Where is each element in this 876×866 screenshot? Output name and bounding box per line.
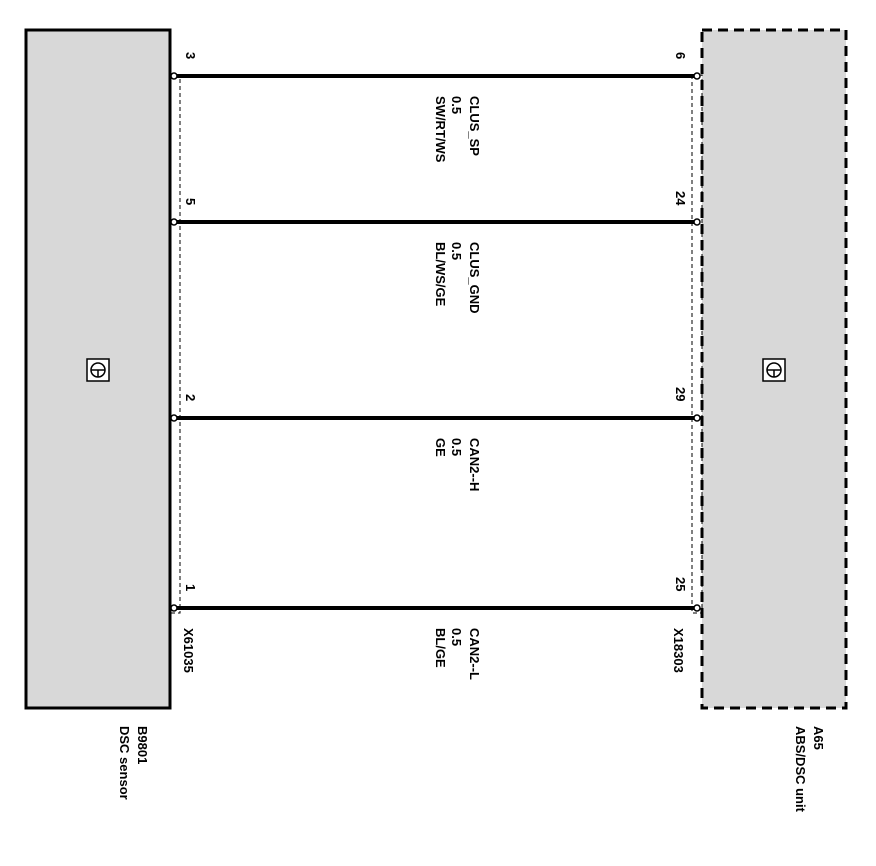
left-component-name: DSC sensor — [117, 726, 132, 800]
right-component-id: A65 — [811, 726, 826, 750]
right-pin-number: 6 — [673, 52, 688, 59]
wire-signal-name: CAN2--H — [467, 438, 482, 491]
right-terminal — [693, 72, 701, 80]
right-pin-number: 24 — [673, 191, 688, 206]
right-connector-outline — [691, 74, 703, 614]
right-pin-number: 25 — [673, 577, 688, 591]
right-pin-number: 29 — [673, 387, 688, 401]
left-terminal — [170, 218, 178, 226]
wire-color-code: BL/GE — [433, 628, 448, 668]
left-terminal — [170, 72, 178, 80]
right-terminal — [693, 218, 701, 226]
left-pin-number: 2 — [183, 394, 198, 401]
left-pin-number: 5 — [183, 198, 198, 205]
wire-signal-name: CLUS_SP — [467, 96, 482, 156]
left-terminal — [170, 604, 178, 612]
right-connector-label: X18303 — [671, 628, 686, 673]
right-component-name: ABS/DSC unit — [793, 726, 808, 813]
wire-color-code: GE — [433, 438, 448, 457]
left-pin-number: 1 — [183, 584, 198, 591]
wire-signal-name: CAN2--L — [467, 628, 482, 680]
ground-symbol-icon — [86, 358, 110, 382]
wire-size: 0.5 — [449, 438, 464, 456]
wire-size: 0.5 — [449, 628, 464, 646]
wire-signal-name: CLUS_GND — [467, 242, 482, 314]
left-connector-outline — [169, 74, 181, 614]
wire-size: 0.5 — [449, 242, 464, 260]
right-terminal — [693, 604, 701, 612]
wire-size: 0.5 — [449, 96, 464, 114]
left-connector-label: X61035 — [181, 628, 196, 673]
right-terminal — [693, 414, 701, 422]
left-component-id: B9801 — [135, 726, 150, 764]
ground-symbol-icon — [762, 358, 786, 382]
wire-color-code: SW/RT/WS — [433, 96, 448, 163]
left-terminal — [170, 414, 178, 422]
wire-color-code: BL/WS/GE — [433, 242, 448, 307]
left-pin-number: 3 — [183, 52, 198, 59]
